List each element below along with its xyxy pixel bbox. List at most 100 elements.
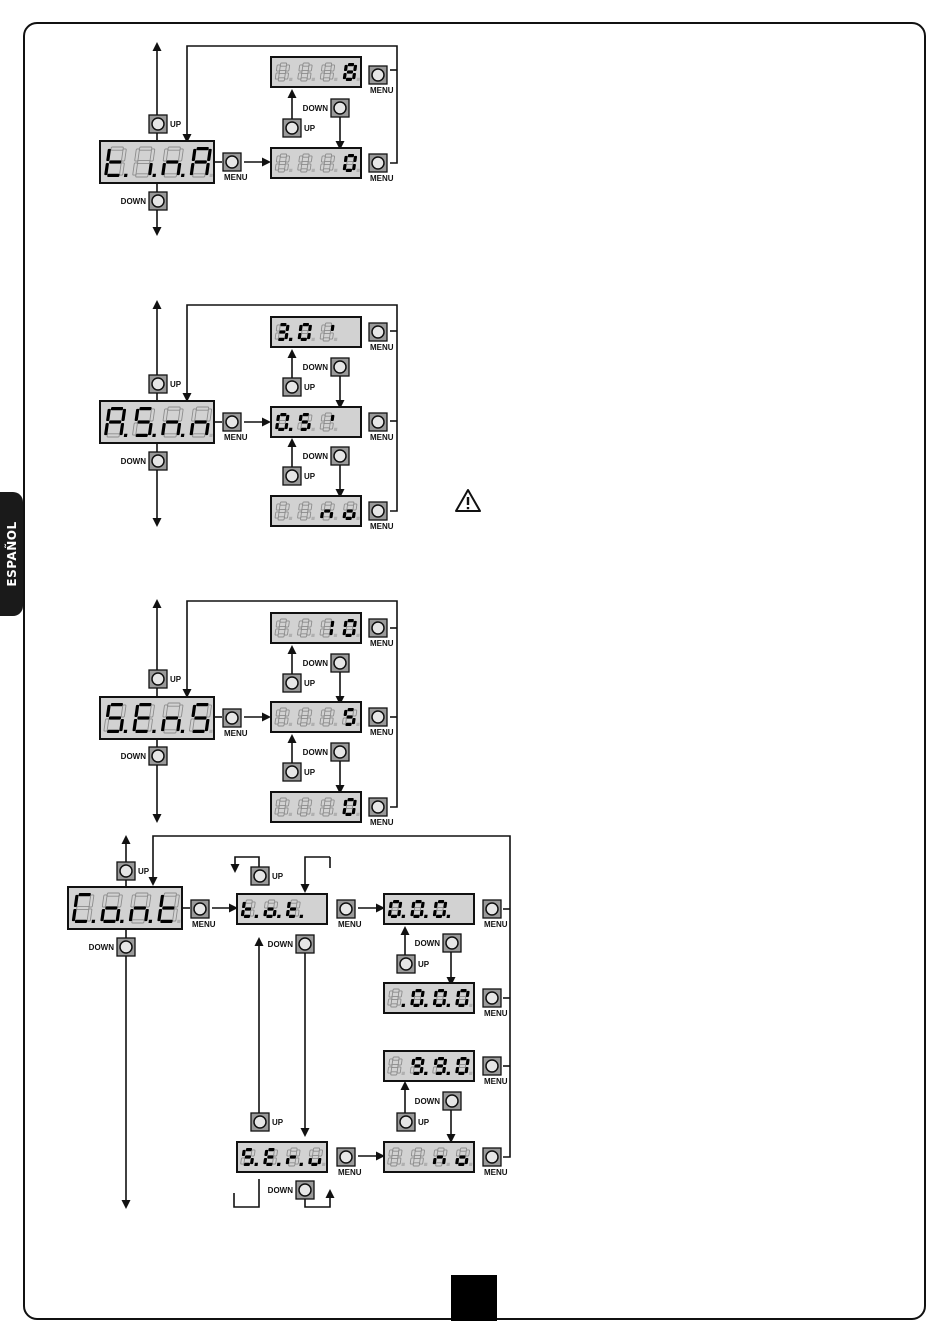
menu-button[interactable]: MENU [369,323,394,352]
menu-button[interactable]: MENU [483,1057,508,1086]
svg-text:MENU: MENU [224,729,248,738]
menu-button[interactable]: MENU [337,900,362,929]
up-button[interactable]: UP [283,674,316,692]
svg-text:UP: UP [304,124,316,133]
up-button[interactable]: UP [149,115,182,133]
svg-text:MENU: MENU [484,1077,508,1086]
svg-text:UP: UP [418,1118,430,1127]
svg-text:UP: UP [418,960,430,969]
down-button[interactable]: DOWN [121,452,167,470]
svg-text:DOWN: DOWN [415,1097,441,1106]
up-button[interactable]: UP [283,119,316,137]
display-asm-hi [271,317,361,347]
svg-text:DOWN: DOWN [303,659,329,668]
display-tot-hi [384,894,474,924]
up-button[interactable]: UP [283,378,316,396]
display-serv-hi [384,1051,475,1081]
svg-text:DOWN: DOWN [415,939,441,948]
svg-text:DOWN: DOWN [89,943,115,952]
svg-text:MENU: MENU [338,1168,362,1177]
svg-text:DOWN: DOWN [268,940,294,949]
svg-text:MENU: MENU [484,1168,508,1177]
up-button[interactable]: UP [283,467,316,485]
svg-text:MENU: MENU [370,728,394,737]
up-button[interactable]: UP [397,955,430,973]
menu-button[interactable]: MENU [369,798,394,827]
svg-text:DOWN: DOWN [268,1186,294,1195]
svg-text:MENU: MENU [370,433,394,442]
menu-button[interactable]: MENU [483,900,508,929]
svg-text:DOWN: DOWN [303,104,329,113]
down-button[interactable]: DOWN [303,358,349,376]
display-asm-lo [271,496,362,526]
display-sens [100,697,217,739]
down-button[interactable]: DOWN [303,447,349,465]
svg-text:MENU: MENU [484,1009,508,1018]
down-button[interactable]: DOWN [415,1092,461,1110]
svg-text:MENU: MENU [224,173,248,182]
menu-button[interactable]: MENU [369,413,394,442]
svg-text:DOWN: DOWN [121,752,147,761]
svg-text:DOWN: DOWN [121,457,147,466]
svg-text:DOWN: DOWN [121,197,147,206]
display-serv-lo [384,1142,475,1172]
display-serv [237,1142,328,1172]
svg-text:DOWN: DOWN [303,363,329,372]
svg-text:UP: UP [272,1118,284,1127]
svg-text:UP: UP [304,472,316,481]
menu-button[interactable]: MENU [337,1148,362,1177]
down-button[interactable]: DOWN [303,654,349,672]
svg-text:MENU: MENU [370,174,394,183]
menu-button[interactable]: MENU [223,709,248,738]
menu-button[interactable]: MENU [369,708,394,737]
menu-button[interactable]: MENU [483,1148,508,1177]
down-button[interactable]: DOWN [121,192,167,210]
up-button[interactable]: UP [149,670,182,688]
svg-text:UP: UP [170,380,182,389]
svg-text:MENU: MENU [484,920,508,929]
display-tot [237,894,327,924]
up-button[interactable]: UP [397,1113,430,1131]
down-button[interactable]: DOWN [268,1181,314,1199]
svg-text:DOWN: DOWN [303,452,329,461]
menu-button[interactable]: MENU [223,153,248,182]
menu-button[interactable]: MENU [223,413,248,442]
down-button[interactable]: DOWN [415,934,461,952]
up-button[interactable]: UP [283,763,316,781]
svg-text:MENU: MENU [370,343,394,352]
svg-text:MENU: MENU [370,639,394,648]
display-asm-mid [271,407,361,437]
down-button[interactable]: DOWN [303,743,349,761]
diagram-elements: UP DOWN MENU MENU MENU DOWN UP UP DOWN MENU MENU ME… [68,57,508,1199]
warning-triangle-icon [456,490,480,511]
menu-button[interactable]: MENU [483,989,508,1018]
display-cont [68,887,184,929]
menu-button[interactable]: MENU [191,900,216,929]
svg-text:UP: UP [272,872,284,881]
svg-text:UP: UP [304,768,316,777]
svg-text:UP: UP [170,120,182,129]
svg-text:UP: UP [304,383,316,392]
display-tima-min [271,148,362,178]
display-sens-mid [271,702,362,732]
menu-button[interactable]: MENU [369,502,394,531]
svg-text:UP: UP [138,867,150,876]
display-tima [100,141,217,183]
svg-text:UP: UP [304,679,316,688]
up-button[interactable]: UP [117,862,150,880]
down-button[interactable]: DOWN [121,747,167,765]
up-button[interactable]: UP [149,375,182,393]
svg-text:MENU: MENU [370,522,394,531]
menu-button[interactable]: MENU [369,154,394,183]
down-button[interactable]: DOWN [303,99,349,117]
display-tima-max [271,57,362,87]
menu-button[interactable]: MENU [369,619,394,648]
down-button[interactable]: DOWN [268,935,314,953]
svg-text:MENU: MENU [224,433,248,442]
display-asm [100,401,217,443]
up-button[interactable]: UP [251,1113,284,1131]
up-button[interactable]: UP [251,867,284,885]
down-button[interactable]: DOWN [89,938,135,956]
display-sens-hi [271,613,362,643]
